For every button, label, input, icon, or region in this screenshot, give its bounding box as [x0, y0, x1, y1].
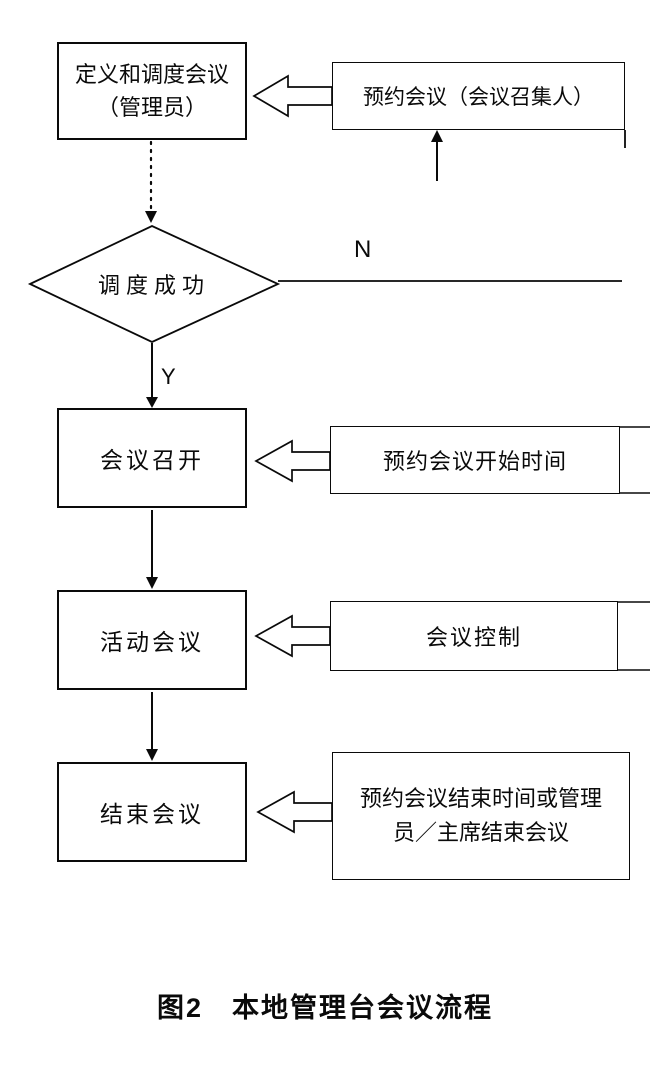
node-reserve-meeting-label: 预约会议（会议召集人） [363, 86, 594, 109]
node-reserve-end-time-line2: 员／主席结束会议 [392, 820, 569, 845]
no-branch-label: N [354, 236, 372, 263]
hollow-arrow-control-to-active [254, 614, 331, 658]
node-reserve-end-time-line1: 预约会议结束时间或管理 [359, 785, 602, 811]
yes-branch-label: Y [161, 364, 176, 389]
node-define-schedule-line1: 定义和调度会议 [74, 62, 229, 87]
node-active-meeting: 活动会议 [57, 590, 247, 690]
node-reserve-meeting: 预约会议（会议召集人） [332, 62, 625, 130]
node-end-meeting-label: 结束会议 [100, 801, 204, 827]
node-meeting-control: 会议控制 [330, 601, 618, 671]
node-active-meeting-label: 活动会议 [100, 629, 204, 655]
arrow-return-to-reserve [431, 130, 443, 181]
node-reserve-start-time-label: 预约会议开始时间 [382, 449, 567, 474]
node-meeting-control-label: 会议控制 [425, 625, 522, 650]
right-edge-lines [618, 426, 650, 671]
arrow-start-to-active [146, 510, 158, 589]
node-define-schedule: 定义和调度会议 （管理员） [57, 42, 247, 140]
node-schedule-success: 调度成功 [30, 226, 278, 342]
yes-branch-arrow [146, 343, 158, 408]
node-meeting-start: 会议召开 [57, 408, 247, 508]
arrow-active-to-end [146, 692, 158, 761]
node-reserve-end-time: 预约会议结束时间或管理 员／主席结束会议 [332, 752, 630, 880]
arrow-define-to-decision [145, 140, 157, 223]
node-end-meeting: 结束会议 [57, 762, 247, 862]
decision-diamond-shape [27, 225, 281, 343]
hollow-arrow-reserve-to-define [252, 74, 333, 118]
node-reserve-start-time: 预约会议开始时间 [330, 426, 620, 494]
hollow-arrow-time-to-start [254, 439, 331, 483]
figure-caption: 图2 本地管理台会议流程 [156, 993, 493, 1023]
node-meeting-start-label: 会议召开 [100, 447, 204, 473]
hollow-arrow-endtime-to-end [256, 790, 333, 834]
node-schedule-success-label: 调度成功 [97, 273, 210, 298]
no-branch-line [278, 130, 626, 282]
node-define-schedule-line2: （管理员） [96, 95, 207, 120]
